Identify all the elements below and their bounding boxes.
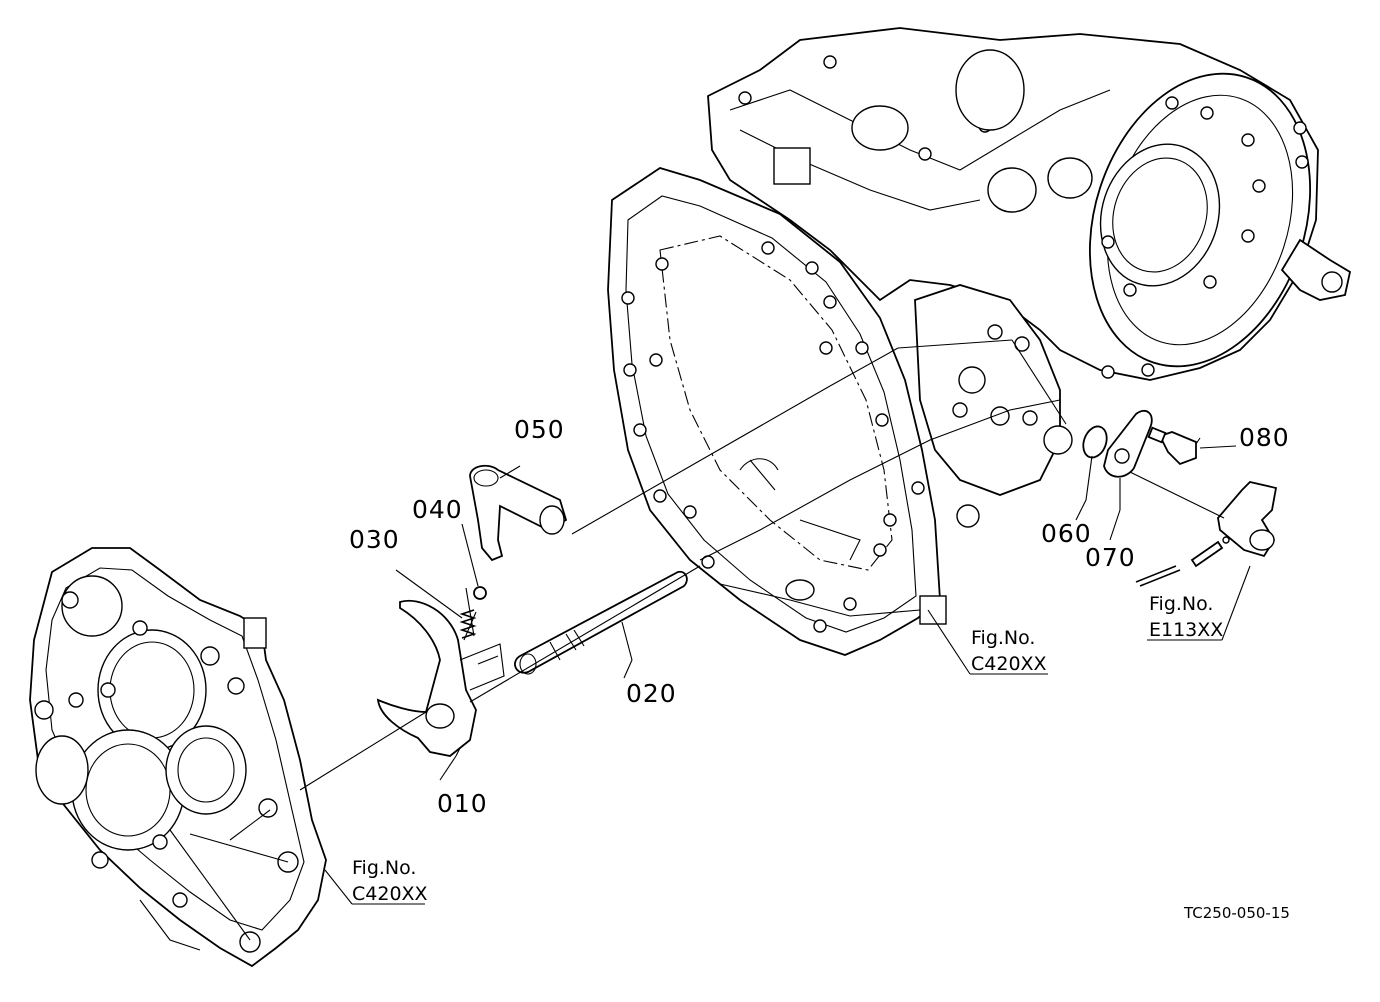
part-020-shift-rod-drawing	[514, 570, 688, 675]
figure-reference-left: Fig.No. C420XX	[352, 857, 428, 905]
transmission-case-drawing	[607, 27, 1352, 656]
callout-060: 060	[1041, 519, 1092, 548]
callout-080: 080	[1239, 423, 1290, 452]
part-050-shifter-lever-drawing	[469, 464, 568, 562]
callout-010: 010	[437, 789, 488, 818]
fig-ref-right-code: E113XX	[1149, 619, 1223, 641]
front-gear-case-drawing	[29, 547, 327, 968]
figure-reference-center: Fig.No. C420XX	[971, 627, 1047, 675]
case-bolt-holes	[621, 241, 948, 633]
part-080-bolt-drawing	[1147, 426, 1197, 466]
fig-ref-center-code: C420XX	[971, 653, 1047, 675]
drawing-code: TC250-050-15	[1183, 904, 1290, 922]
part-060-o-ring-drawing	[1082, 425, 1108, 459]
part-callouts: 010 020 030 040 050 060 070 080	[349, 415, 1290, 818]
leader-lines	[299, 339, 1251, 905]
callout-040: 040	[412, 495, 463, 524]
e113xx-reference-parts-drawing	[1135, 481, 1278, 587]
figure-reference-right: Fig.No. E113XX	[1149, 593, 1223, 641]
fig-ref-left-code: C420XX	[352, 883, 428, 905]
callout-050: 050	[514, 415, 565, 444]
callout-030: 030	[349, 525, 400, 554]
part-010-shift-fork-drawing	[376, 599, 505, 757]
part-070-plate-drawing	[1103, 409, 1153, 478]
fig-ref-center-label: Fig.No.	[971, 627, 1035, 649]
callout-070: 070	[1085, 543, 1136, 572]
callout-020: 020	[626, 679, 677, 708]
fig-ref-left-label: Fig.No.	[352, 857, 416, 879]
part-030-spring-drawing	[459, 609, 477, 641]
part-040-ball-drawing	[473, 586, 487, 600]
fig-ref-right-label: Fig.No.	[1149, 593, 1213, 615]
